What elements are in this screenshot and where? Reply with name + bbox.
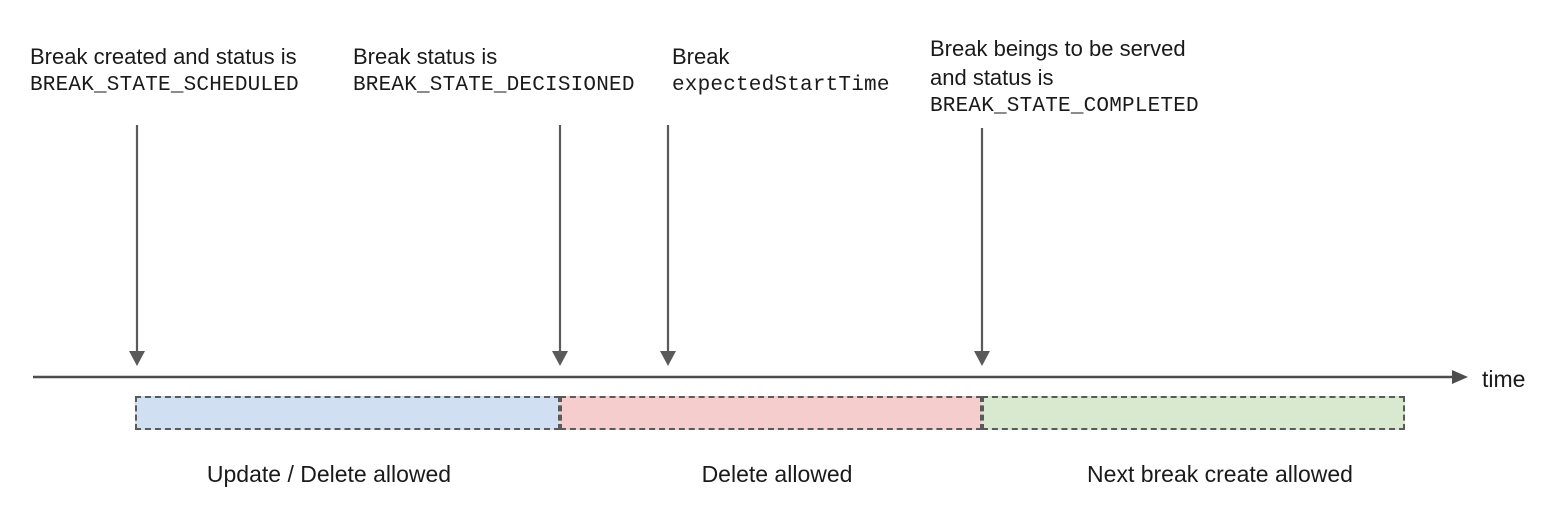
annotation-expected-start-time-line1: Break	[672, 44, 730, 69]
phase-bar-next-break-create-allowed	[982, 396, 1405, 430]
annotation-decisioned: Break status is BREAK_STATE_DECISIONED	[353, 42, 635, 100]
annotation-completed-line1: Break beings to be served	[930, 36, 1186, 61]
annotation-scheduled: Break created and status is BREAK_STATE_…	[30, 42, 299, 100]
phase-label-next-break-create-allowed: Next break create allowed	[1087, 461, 1353, 487]
event-arrow-head-scheduled	[129, 351, 145, 366]
phase-label-update-delete-allowed: Update / Delete allowed	[206, 461, 452, 487]
annotation-completed-state: BREAK_STATE_COMPLETED	[930, 95, 1199, 118]
annotation-completed-line2: and status is	[930, 65, 1054, 90]
annotation-decisioned-state: BREAK_STATE_DECISIONED	[353, 74, 635, 97]
event-arrow-head-completed	[974, 351, 990, 366]
phase-bar-update-delete-allowed	[135, 396, 560, 430]
annotation-decisioned-line1: Break status is	[353, 44, 498, 69]
annotation-expected-start-time: Break expectedStartTime	[672, 42, 890, 100]
annotation-expected-start-time-field: expectedStartTime	[672, 74, 890, 97]
event-arrow-head-expected-start-time	[660, 351, 676, 366]
time-axis-label: time	[1482, 366, 1526, 392]
annotation-scheduled-state: BREAK_STATE_SCHEDULED	[30, 74, 299, 97]
time-axis-arrowhead	[1452, 370, 1468, 384]
phase-bar-delete-allowed	[560, 396, 982, 430]
annotation-scheduled-line1: Break created and status is	[30, 44, 297, 69]
annotation-completed: Break beings to be served and status is …	[930, 34, 1199, 121]
phase-label-delete-allowed: Delete allowed	[701, 461, 853, 487]
event-arrow-head-decisioned	[552, 351, 568, 366]
